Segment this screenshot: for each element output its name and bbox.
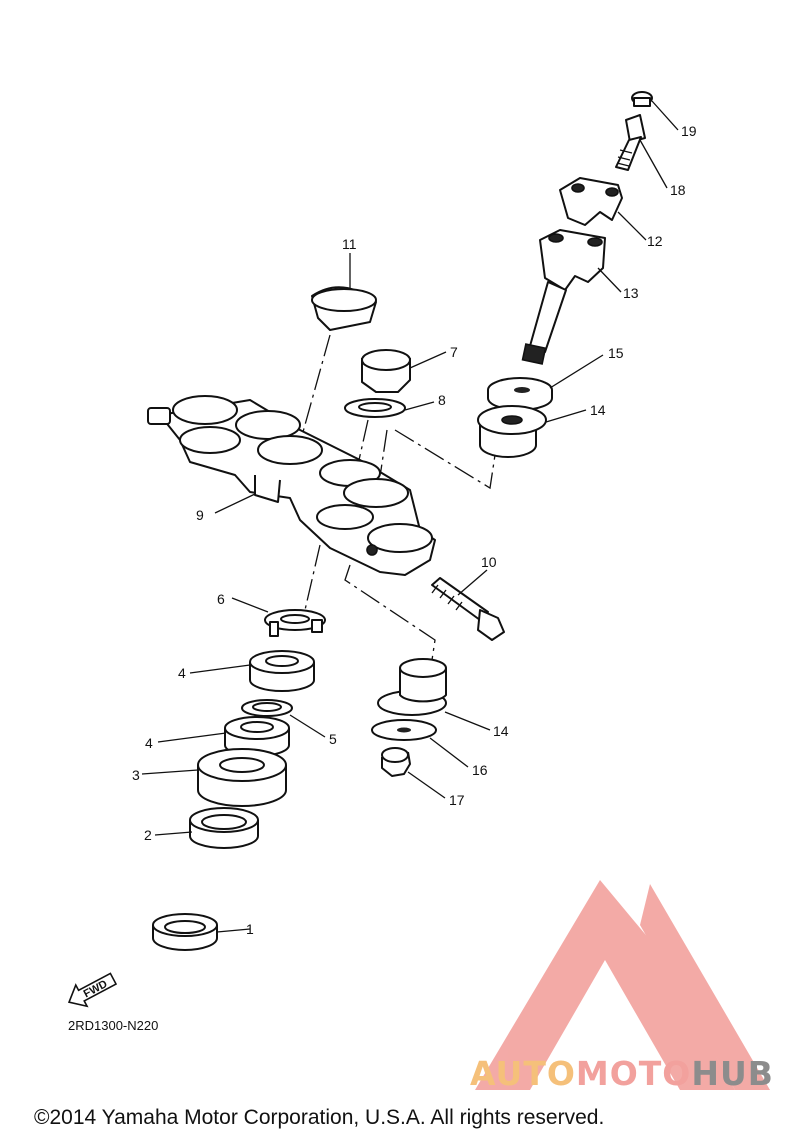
part-16-washer: [371, 719, 437, 741]
label-part-6: 6: [217, 591, 225, 607]
label-part-2: 2: [144, 827, 152, 843]
label-part-17: 17: [449, 792, 465, 808]
label-part-15: 15: [608, 345, 624, 361]
part-10-bolt: [431, 577, 505, 641]
label-part-5: 5: [329, 731, 337, 747]
part-5-washer: [241, 699, 293, 717]
label-part-18: 18: [670, 182, 686, 198]
part-12-upper-holder: [559, 177, 623, 226]
logo-m-cut: [560, 980, 650, 1050]
part-8-washer: [344, 398, 406, 418]
logo-triangle-inner: [640, 884, 770, 1090]
automotohub-logo: [475, 880, 770, 1090]
label-part-13: 13: [623, 285, 639, 301]
brand-auto: AUTO: [470, 1054, 576, 1093]
label-part-1: 1: [246, 921, 254, 937]
part-number-labels: 1 2 3 4 4 5 6 7 8 9 10 11 12 13 14 14 15…: [132, 123, 697, 937]
part-18-bolt: [615, 114, 646, 171]
fwd-direction-arrow: FWD: [67, 972, 118, 1008]
part-1-seal: [152, 913, 218, 951]
label-part-4-upper: 4: [178, 665, 186, 681]
part-2-bearing: [189, 807, 259, 849]
part-19-screw-cap: [631, 91, 653, 107]
fwd-label: FWD: [82, 978, 110, 1000]
part-13-lower-holder: [521, 229, 606, 365]
part-15-washer: [487, 377, 553, 411]
label-part-12: 12: [647, 233, 663, 249]
svg-text:AUTOMOTOHUB: AUTOMOTOHUB: [470, 1054, 774, 1093]
part-6-lock-washer: [264, 609, 326, 637]
part-7-cap-nut: [361, 349, 411, 393]
copyright-footer: ©2014 Yamaha Motor Corporation, U.S.A. A…: [34, 1106, 604, 1129]
logo-triangle-outer: [475, 880, 735, 1090]
part-9-under-bracket: [147, 395, 436, 576]
label-part-3: 3: [132, 767, 140, 783]
brand-wordmark: AUTOMOTOHUB: [470, 1054, 774, 1093]
label-part-4-lower: 4: [145, 735, 153, 751]
drawing-code: 2RD1300-N220: [68, 1018, 158, 1033]
label-part-16: 16: [472, 762, 488, 778]
part-3-bearing: [197, 748, 287, 807]
label-part-11: 11: [342, 236, 357, 252]
label-part-7: 7: [450, 344, 458, 360]
label-part-9: 9: [196, 507, 204, 523]
part-14-upper-damper: [477, 405, 547, 458]
label-part-14-upper: 14: [590, 402, 606, 418]
part-11-cap: [311, 286, 377, 331]
part-17-nut: [381, 747, 411, 777]
label-part-19: 19: [681, 123, 697, 139]
part-14-lower-damper: [377, 658, 447, 716]
label-part-10: 10: [481, 554, 497, 570]
brand-hub: HUB: [691, 1054, 774, 1093]
brand-moto: MOTO: [576, 1054, 691, 1093]
part-4-upper-ring-nut: [249, 650, 315, 692]
label-part-14-lower: 14: [493, 723, 509, 739]
label-part-8: 8: [438, 392, 446, 408]
leader-lines: [141, 100, 679, 933]
